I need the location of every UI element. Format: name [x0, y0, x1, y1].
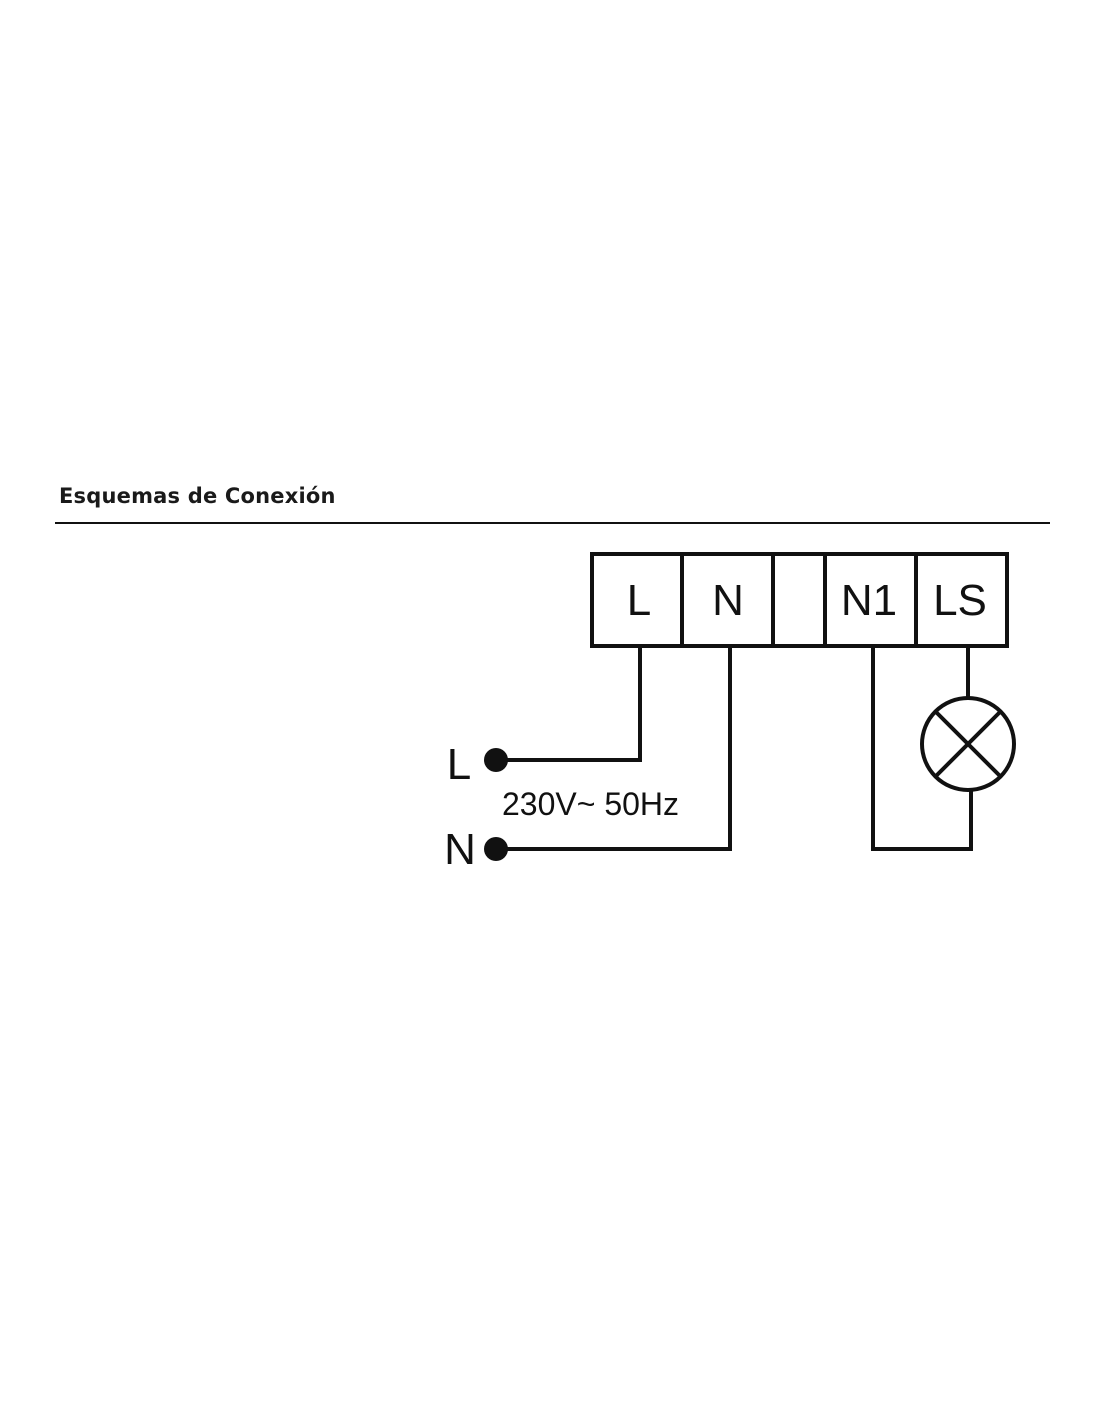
- terminal-label-n: N: [712, 576, 744, 625]
- title-divider: [55, 522, 1050, 524]
- load-return-wire: [871, 646, 973, 851]
- lamp-icon: [920, 696, 1016, 792]
- terminal-label-ls: LS: [933, 576, 987, 625]
- neutral-supply-dot: [484, 837, 508, 861]
- section-title: Esquemas de Conexión: [59, 484, 336, 508]
- supply-rating-label: 230V~ 50Hz: [502, 786, 679, 822]
- terminal-label-n1: N1: [841, 576, 897, 625]
- supply-label-n: N: [444, 825, 476, 874]
- terminal-block: [590, 552, 1009, 648]
- neutral-wire: [496, 646, 732, 851]
- supply-label-l: L: [447, 740, 471, 789]
- terminal-block-outline: [590, 552, 1009, 648]
- line-supply-dot: [484, 748, 508, 772]
- line-wire: [496, 646, 642, 762]
- terminal-label-l: L: [627, 576, 651, 625]
